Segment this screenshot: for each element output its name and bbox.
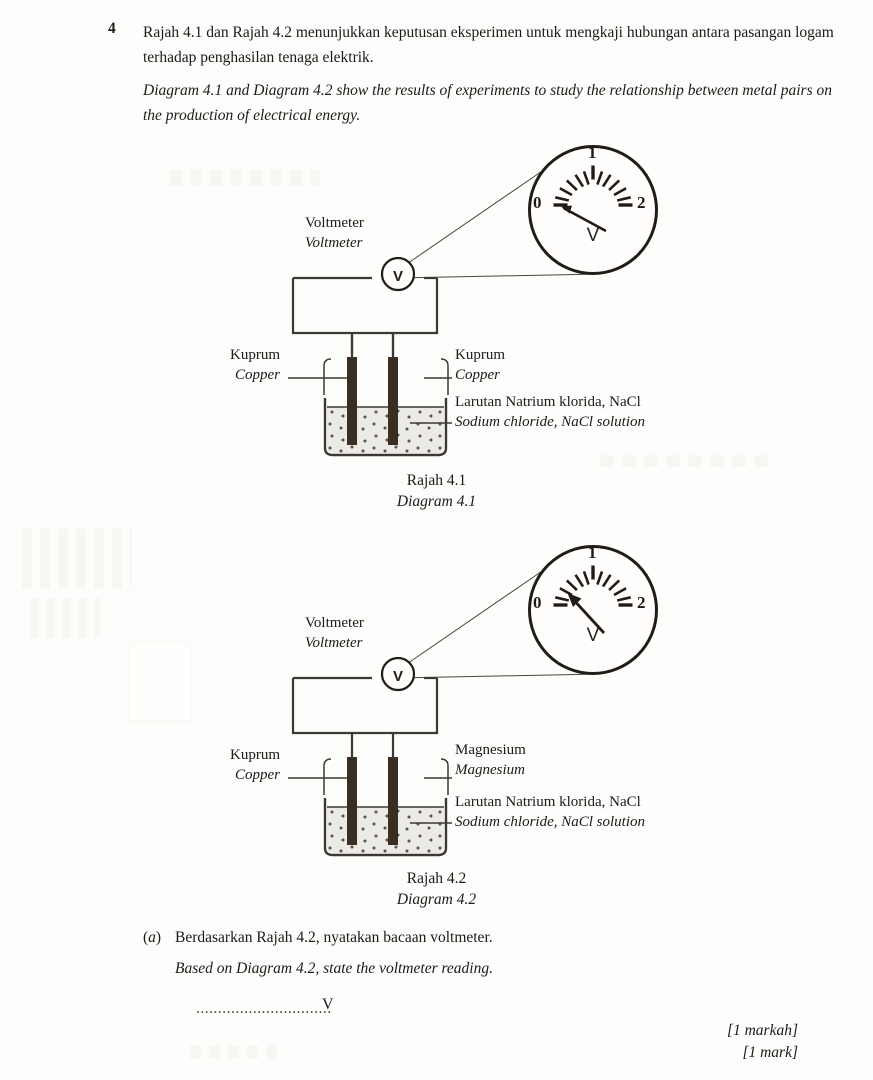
part-a-text-english: Based on Diagram 4.2, state the voltmete…	[175, 960, 493, 977]
gauge-tick-2: 2	[637, 593, 646, 612]
scan-artifact	[190, 1045, 280, 1059]
gauge-unit-label: V	[586, 225, 600, 246]
gauge-unit-label: V	[586, 625, 600, 646]
circuit-diagram-1: V	[288, 256, 452, 457]
solution-label-1: Larutan Natrium klorida, NaCl Sodium chl…	[455, 394, 646, 430]
gauge-tick-1: 1	[588, 143, 597, 162]
part-a-label: (a)	[143, 929, 162, 946]
marks-allocation: [1 markah] [1 mark]	[727, 1020, 798, 1064]
voltmeter-symbol-circle	[380, 656, 416, 692]
right-electrode-label-1: Kuprum Copper	[455, 347, 505, 383]
gauge-tick-1: 1	[588, 543, 597, 562]
gauge-tick-2: 2	[637, 193, 646, 212]
voltmeter-symbol-letter: V	[393, 668, 403, 685]
electrode-left	[347, 757, 357, 845]
question-stem-english: Diagram 4.1 and Diagram 4.2 show the res…	[143, 82, 832, 124]
voltmeter-gauge-2: 0 1 2 V	[528, 543, 658, 675]
solution-fill	[327, 807, 444, 853]
solution-fill	[327, 407, 444, 453]
right-electrode-label-2: Magnesium Magnesium	[455, 742, 526, 778]
part-a-text-malay: Berdasarkan Rajah 4.2, nyatakan bacaan v…	[175, 929, 493, 946]
figure-4-1: 0 1 2 V V	[0, 143, 873, 505]
voltmeter-symbol-letter: V	[393, 268, 403, 285]
electrode-left	[347, 357, 357, 445]
figure-4-2: 0 1 2 V V	[0, 543, 873, 905]
voltmeter-label-1: Voltmeter Voltmeter	[305, 215, 364, 251]
gauge-tick-0: 0	[533, 193, 542, 212]
voltmeter-gauge-1: 0 1 2 V	[528, 143, 658, 275]
circuit-diagram-2: V	[288, 656, 452, 857]
solution-label-2: Larutan Natrium klorida, NaCl Sodium chl…	[455, 794, 646, 830]
figure-1-caption: Rajah 4.1 Diagram 4.1	[396, 472, 477, 510]
gauge-scale	[553, 565, 633, 634]
beaker-outline	[323, 798, 448, 857]
left-electrode-label-1: Kuprum Copper	[230, 347, 280, 383]
voltmeter-label-2: Voltmeter Voltmeter	[305, 615, 364, 651]
gauge-scale	[553, 165, 633, 233]
marks-malay: [1 markah]	[726, 1022, 798, 1039]
question-number: 4	[108, 20, 116, 37]
question-stem-malay: Rajah 4.1 dan Rajah 4.2 menunjukkan kepu…	[143, 24, 834, 66]
answer-blank[interactable]: ...............................	[196, 1000, 332, 1017]
electrode-right	[388, 357, 398, 445]
marks-english: [1 mark]	[742, 1044, 798, 1061]
voltmeter-symbol-circle	[380, 256, 416, 292]
answer-unit: V	[322, 996, 334, 1013]
figure-2-caption: Rajah 4.2 Diagram 4.2	[396, 870, 477, 908]
left-electrode-label-2: Kuprum Copper	[230, 747, 280, 783]
electrode-right	[388, 757, 398, 845]
gauge-tick-0: 0	[533, 593, 542, 612]
beaker-outline	[323, 398, 448, 457]
